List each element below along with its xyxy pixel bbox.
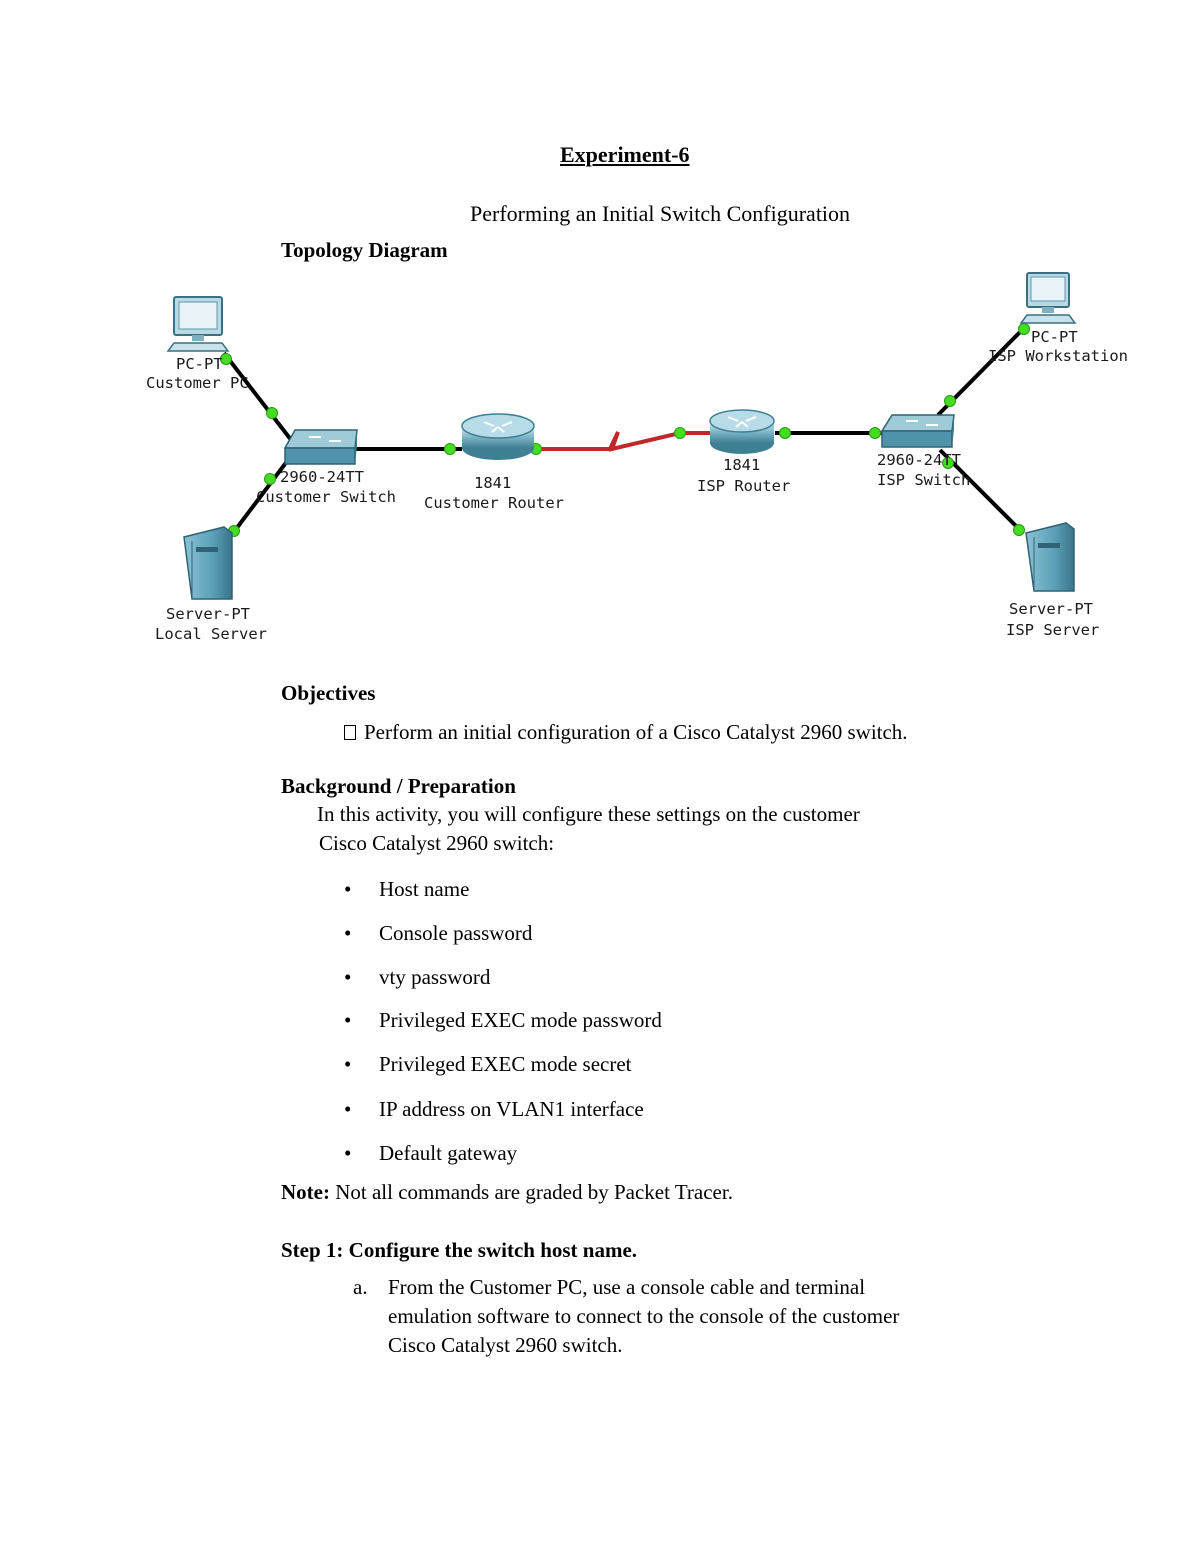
isp-workstation-type: PC-PT <box>1031 328 1078 346</box>
list-item: •IP address on VLAN1 interface <box>344 1097 644 1121</box>
isp-workstation-name: ISP Workstation <box>988 347 1128 365</box>
link-status-dots <box>220 323 1030 537</box>
switch-icon <box>880 414 955 448</box>
background-intro-line1: In this activity, you will configure the… <box>317 802 860 826</box>
objective-text: Perform an initial configuration of a Ci… <box>364 720 908 744</box>
step1-item-line2: emulation software to connect to the con… <box>388 1304 900 1328</box>
background-heading: Background / Preparation <box>281 774 516 798</box>
server-icon <box>1025 522 1075 592</box>
customer-switch-name: Customer Switch <box>256 488 396 506</box>
status-dot <box>266 407 278 419</box>
topology-heading: Topology Diagram <box>281 238 448 262</box>
device-labels: PC-PT Customer PC 2960-24TT Customer Swi… <box>146 328 1128 643</box>
isp-switch-type: 2960-24TT <box>877 451 961 469</box>
pc-icon <box>166 296 230 352</box>
pc-icon <box>1019 272 1077 324</box>
step1-heading: Step 1: Configure the switch host name. <box>281 1238 638 1262</box>
router-icon <box>709 409 775 454</box>
background-intro-line2: Cisco Catalyst 2960 switch: <box>319 831 555 855</box>
isp-server-name: ISP Server <box>1006 621 1099 639</box>
isp-server-type: Server-PT <box>1009 600 1093 618</box>
customer-router-name: Customer Router <box>424 494 564 512</box>
customer-router-type: 1841 <box>474 474 511 492</box>
status-dot <box>944 395 956 407</box>
objective-item: Perform an initial configuration of a Ci… <box>344 720 908 745</box>
status-dot <box>1013 524 1025 536</box>
status-dot <box>674 427 686 439</box>
server-icon <box>183 526 233 600</box>
status-dot <box>220 353 232 365</box>
isp-router-type: 1841 <box>723 456 760 474</box>
router-icon <box>461 413 535 460</box>
objectives-heading: Objectives <box>281 681 376 705</box>
checkbox-glyph-icon <box>344 725 356 740</box>
isp-switch-name: ISP Switch <box>877 471 970 489</box>
step1-item-line1: From the Customer PC, use a console cabl… <box>388 1275 866 1299</box>
list-item: •Privileged EXEC mode password <box>344 1008 662 1032</box>
status-dot <box>1018 323 1030 335</box>
status-dot <box>869 427 881 439</box>
note-label: Note: <box>281 1180 330 1204</box>
list-item: •vty password <box>344 965 491 989</box>
note-text: Not all commands are graded by Packet Tr… <box>335 1180 733 1204</box>
note-paragraph: Note: Not all commands are graded by Pac… <box>281 1180 733 1205</box>
step1-item-marker: a. <box>353 1275 368 1299</box>
document-title: Experiment-6 <box>560 142 690 167</box>
local-server-name: Local Server <box>155 625 267 643</box>
customer-pc-name: Customer PC <box>146 374 249 392</box>
document-subtitle: Performing an Initial Switch Configurati… <box>470 201 851 226</box>
status-dot <box>942 457 954 469</box>
list-item: •Host name <box>344 877 470 901</box>
step1-item-line3: Cisco Catalyst 2960 switch. <box>388 1333 623 1357</box>
customer-pc-type: PC-PT <box>176 355 223 373</box>
isp-router-name: ISP Router <box>697 477 790 495</box>
switch-icon <box>283 429 358 465</box>
list-item: •Console password <box>344 921 533 945</box>
list-item: •Default gateway <box>344 1141 518 1165</box>
topology-diagram: PC-PT Customer PC 2960-24TT Customer Swi… <box>146 272 1128 643</box>
status-dot <box>444 443 456 455</box>
status-dot <box>779 427 791 439</box>
link-customer-pc-switch <box>222 351 297 447</box>
customer-switch-type: 2960-24TT <box>280 468 364 486</box>
status-dot <box>264 473 276 485</box>
link-local-server-switch <box>228 458 290 539</box>
local-server-type: Server-PT <box>166 605 250 623</box>
list-item: •Privileged EXEC mode secret <box>344 1052 632 1076</box>
